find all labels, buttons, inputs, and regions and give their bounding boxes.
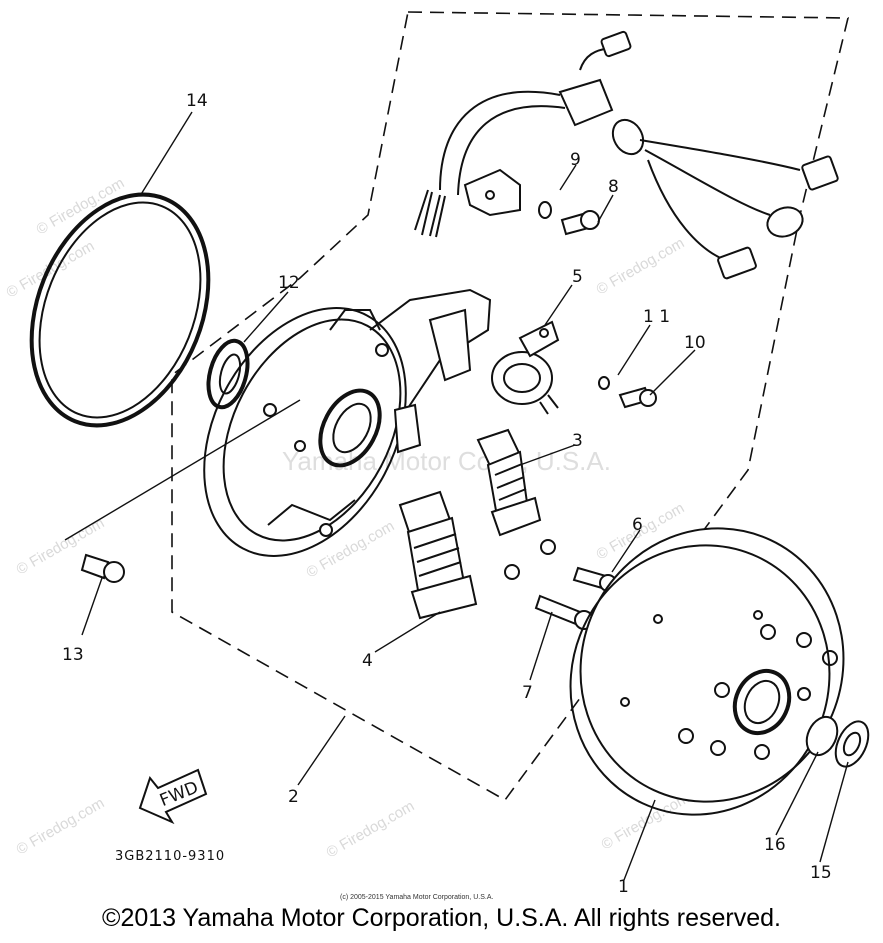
o-ring-part-14 (29, 192, 211, 428)
part-label-11: 1 1 (643, 307, 670, 327)
part-label-8: 8 (608, 177, 619, 197)
part-label-14: 14 (186, 91, 208, 111)
stator-assembly-boundary (171, 11, 850, 802)
nut-part-15-washer-part-16 (805, 715, 870, 768)
part-label-1: 1 (618, 877, 629, 897)
copyright-notice: ©2013 Yamaha Motor Corporation, U.S.A. A… (102, 904, 781, 932)
part-labels: 14 12 13 4 2 3 5 9 8 1 1 10 6 7 16 15 1 (62, 91, 832, 897)
part-label-12: 12 (278, 273, 300, 293)
part-label-3: 3 (572, 431, 583, 451)
part-label-6: 6 (632, 515, 643, 535)
watermark: © Firedog.com (34, 174, 128, 238)
part-label-15: 15 (810, 863, 832, 883)
screw-part-10-and-washer-part-11 (598, 376, 657, 409)
watermark: © Firedog.com (14, 794, 108, 858)
part-label-7: 7 (522, 683, 533, 703)
pickup-coil-part-5 (491, 320, 560, 415)
part-label-9: 9 (570, 150, 581, 170)
part-label-13: 13 (62, 645, 84, 665)
watermark: © Firedog.com (594, 234, 688, 298)
bolts-parts-6-7 (534, 566, 617, 630)
small-copyright: (c) 2005-2015 Yamaha Motor Corporation, … (340, 894, 493, 901)
center-watermark: Yamaha Motor Corp., U.S.A. (282, 446, 611, 476)
part-label-10: 10 (684, 333, 706, 353)
diagram-code: 3GB2110-9310 (115, 849, 225, 864)
watermark: © Firedog.com (304, 517, 398, 581)
stator-plate (203, 288, 492, 557)
part-label-5: 5 (572, 267, 583, 287)
screw-part-13 (80, 553, 125, 583)
charge-coil-part-3 (476, 428, 556, 555)
watermark: © Firedog.com (324, 797, 418, 861)
part-label-4: 4 (362, 651, 373, 671)
part-label-16: 16 (764, 835, 786, 855)
fwd-arrow: FWD (138, 768, 208, 825)
flywheel-rotor-part-1 (569, 527, 845, 816)
wire-harness (414, 30, 839, 280)
part-label-2: 2 (288, 787, 299, 807)
lighting-coil-part-4 (398, 490, 520, 620)
seal-part-12 (206, 338, 250, 410)
leader-lines (64, 111, 849, 881)
watermarks: © Firedog.com © Firedog.com © Firedog.co… (4, 174, 693, 861)
